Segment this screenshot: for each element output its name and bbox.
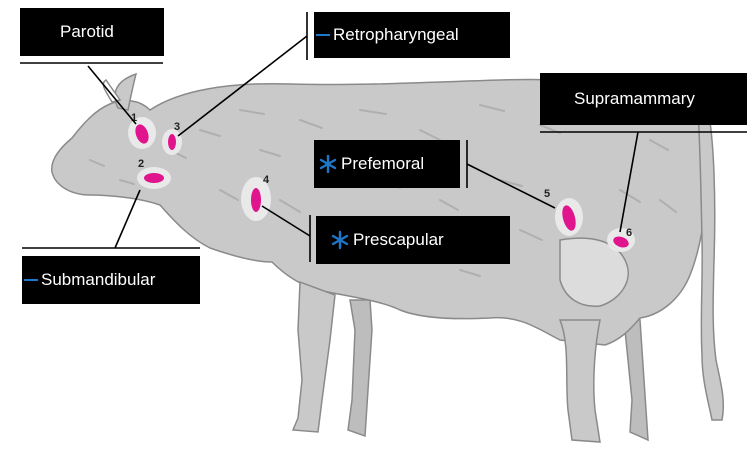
node-number-1: 1 xyxy=(131,112,137,124)
leader-parotid xyxy=(20,62,163,125)
label-submandibular: Submandibular xyxy=(22,256,200,304)
node-3-retropharyngeal xyxy=(168,134,176,150)
node-number-3: 3 xyxy=(174,121,180,133)
label-prescapular-text: Prescapular xyxy=(353,230,444,249)
leader-prescapular xyxy=(261,205,311,262)
label-prefemoral: Prefemoral xyxy=(314,140,460,188)
label-prescapular: Prescapular xyxy=(316,216,510,264)
star-icon xyxy=(319,154,337,174)
node-numbers: 1 2 3 4 5 6 xyxy=(131,112,632,239)
leader-retropharyngeal xyxy=(177,12,308,137)
leader-lines xyxy=(20,12,747,262)
label-parotid-text: Parotid xyxy=(60,22,114,41)
leader-prefemoral xyxy=(466,140,556,209)
cow-silhouette xyxy=(51,72,725,443)
node-2-submandibular xyxy=(144,173,164,183)
label-supramammary-text: Supramammary xyxy=(574,89,695,108)
dash-icon xyxy=(24,279,38,281)
node-number-6: 6 xyxy=(626,227,632,239)
dash-icon xyxy=(316,34,330,36)
label-retropharyngeal: Retropharyngeal xyxy=(314,12,510,58)
label-supramammary: Supramammary xyxy=(540,73,747,125)
label-submandibular-text: Submandibular xyxy=(41,270,156,289)
node-4-prescapular xyxy=(251,188,261,212)
label-prefemoral-text: Prefemoral xyxy=(341,154,425,173)
node-1-parotid xyxy=(135,124,149,144)
label-parotid: Parotid xyxy=(20,8,164,56)
node-5-prefemoral xyxy=(562,205,576,231)
leader-supramammary xyxy=(540,131,747,233)
star-icon xyxy=(331,230,349,250)
node-number-4: 4 xyxy=(263,174,270,186)
fur-texture xyxy=(89,104,677,277)
node-6-supramammary xyxy=(613,236,629,248)
node-number-2: 2 xyxy=(138,158,144,170)
leader-submandibular xyxy=(22,189,200,249)
label-retropharyngeal-text: Retropharyngeal xyxy=(333,25,459,44)
lymph-nodes xyxy=(135,124,629,248)
node-number-5: 5 xyxy=(544,188,550,200)
